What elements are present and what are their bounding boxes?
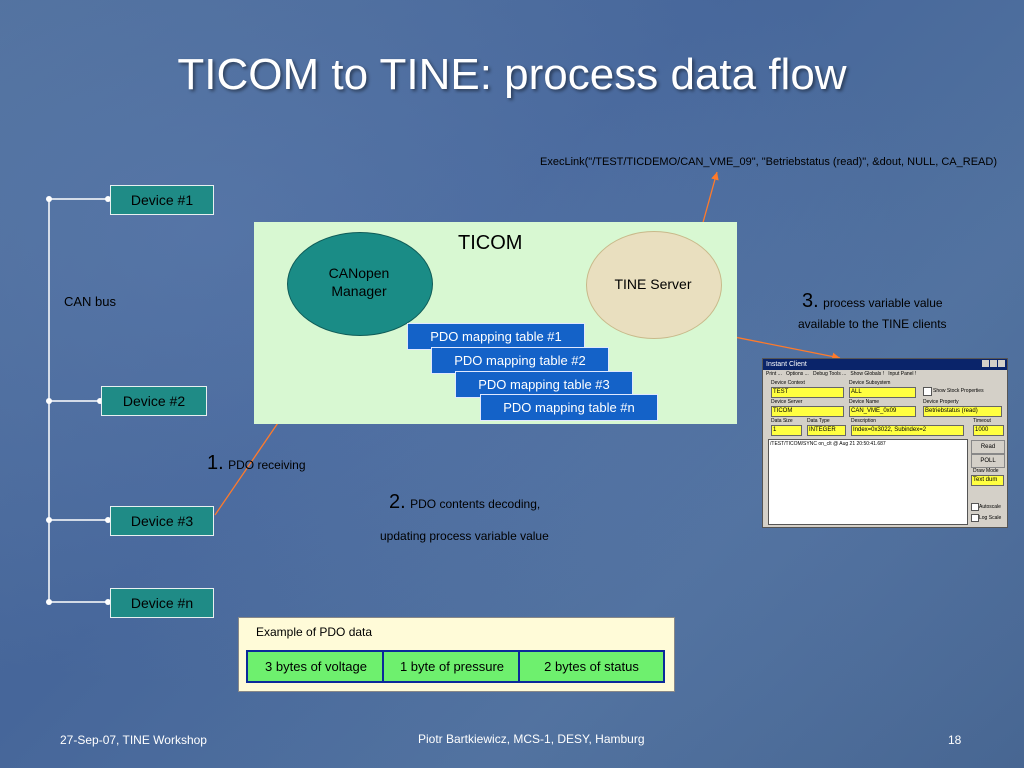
device-n-box: Device #n — [110, 588, 214, 618]
tine-server-ellipse — [586, 231, 722, 339]
device-subsystem-select[interactable]: ALL — [849, 387, 916, 398]
description-field[interactable]: Index=0x3022, Subindex=2 — [851, 425, 964, 436]
device-subsystem-label: Device Subsystem — [849, 380, 891, 386]
autoscale-checkbox[interactable] — [971, 503, 979, 511]
step-2-text-line2: updating process variable value — [380, 529, 549, 543]
output-line: /TEST/TICOM/SYNC on_clt @ Aug 21 20:50:4… — [770, 441, 886, 447]
read-button[interactable]: Read — [971, 440, 1005, 454]
pdo-table-2: PDO mapping table #2 — [431, 347, 609, 374]
menu-input-panel[interactable]: Input Panel ! — [888, 371, 917, 377]
pdo-cell-voltage: 3 bytes of voltage — [246, 650, 386, 683]
pdo-example-title: Example of PDO data — [256, 625, 373, 639]
step-2-number: 2. — [389, 491, 406, 513]
device-property-select[interactable]: Betriebstatus (read) — [923, 406, 1002, 417]
poll-button[interactable]: POLL — [971, 454, 1005, 468]
step-1-number: 1. — [207, 452, 224, 474]
step-1: 1. PDO receiving — [207, 452, 306, 475]
log-scale-checkbox[interactable] — [971, 514, 979, 522]
device-name-label: Device Name — [849, 399, 880, 405]
description-label: Description — [851, 418, 877, 424]
window-controls[interactable] — [981, 360, 1005, 369]
timeout-label: Timeout — [973, 418, 991, 424]
draw-mode-label: Draw Mode — [973, 468, 999, 474]
execlink-call: ExecLink("/TEST/TICDEMO/CAN_VME_09", "Be… — [540, 156, 997, 168]
step-3-text-line2: available to the TINE clients — [798, 317, 947, 331]
menu-show-globals[interactable]: Show Globals ! — [850, 371, 885, 377]
device-server-label: Device Server — [771, 399, 803, 405]
footer-page-number: 18 — [948, 733, 962, 747]
step-2: 2. PDO contents decoding, — [389, 491, 540, 514]
pdo-cell-pressure: 1 byte of pressure — [382, 650, 522, 683]
pdo-table-1: PDO mapping table #1 — [407, 323, 585, 350]
device-server-select[interactable]: TICOM — [771, 406, 844, 417]
instant-client-window: Instant Client Print ... Options ... Deb… — [762, 358, 1008, 528]
data-type-select[interactable]: INTEGER — [807, 425, 846, 436]
ticom-title: TICOM — [458, 232, 523, 254]
window-title: Instant Client — [766, 361, 807, 368]
menu-debug-tools[interactable]: Debug Tools ... — [812, 371, 847, 377]
autoscale-label: Autoscale — [979, 504, 1001, 510]
draw-mode-select[interactable]: Text dum — [971, 475, 1004, 486]
canopen-manager-label: CANopen Manager — [328, 265, 390, 299]
output-area[interactable]: /TEST/TICOM/SYNC on_clt @ Aug 21 20:50:4… — [768, 439, 968, 525]
show-stock-checkbox[interactable] — [923, 387, 932, 396]
step-3-text: process variable value — [823, 296, 943, 310]
footer-author: Piotr Bartkiewicz, MCS-1, DESY, Hamburg — [418, 732, 645, 746]
tine-server-label: TINE Server — [614, 276, 692, 292]
show-stock-label: Show Stock Properties — [933, 388, 984, 394]
data-type-label: Data Type — [807, 418, 830, 424]
log-scale-label: Log Scale — [979, 515, 1002, 521]
device-context-select[interactable]: TEST — [771, 387, 844, 398]
pdo-table-n: PDO mapping table #n — [480, 394, 658, 421]
maximize-icon[interactable] — [990, 360, 997, 367]
device-context-label: Device Context — [771, 380, 805, 386]
step-2-text: PDO contents decoding, — [410, 497, 541, 511]
data-size-field[interactable]: 1 — [771, 425, 802, 436]
close-icon[interactable] — [998, 360, 1005, 367]
device-property-label: Device Property — [923, 399, 959, 405]
pdo-table-3: PDO mapping table #3 — [455, 371, 633, 398]
footer-date-event: 27-Sep-07, TINE Workshop — [60, 733, 207, 747]
menu-options[interactable]: Options ... — [786, 371, 809, 377]
device-3-box: Device #3 — [110, 506, 214, 536]
menu-print[interactable]: Print ... — [766, 371, 782, 377]
timeout-field[interactable]: 1000 — [973, 425, 1004, 436]
menu-bar: Print ... Options ... Debug Tools ... Sh… — [766, 371, 1006, 379]
device-1-box: Device #1 — [110, 185, 214, 215]
slide-title: TICOM to TINE: process data flow — [177, 50, 847, 99]
device-name-select[interactable]: CAN_VME_0x09 — [849, 406, 916, 417]
canopen-manager-ellipse — [287, 232, 433, 336]
step-3-number: 3. — [802, 290, 819, 312]
can-bus-label: CAN bus — [64, 294, 117, 309]
instant-client-titlebar: Instant Client — [763, 359, 1007, 370]
pdo-cell-status: 2 bytes of status — [518, 650, 665, 683]
step-1-text: PDO receiving — [228, 458, 306, 472]
minimize-icon[interactable] — [982, 360, 989, 367]
device-2-box: Device #2 — [101, 386, 207, 416]
data-size-label: Data Size — [771, 418, 793, 424]
step-3: 3. process variable value — [802, 290, 943, 313]
